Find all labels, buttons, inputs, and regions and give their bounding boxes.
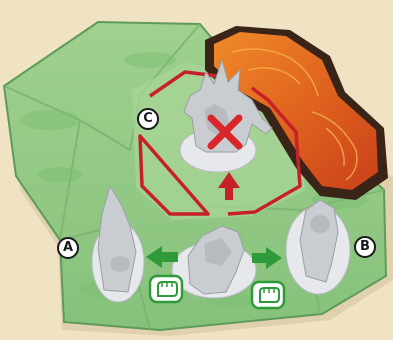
callout-c: C: [137, 108, 159, 130]
callout-a: A: [57, 237, 79, 259]
fist-icon: [252, 282, 284, 308]
fist-icon: [150, 276, 182, 302]
callout-b: B: [354, 236, 376, 258]
